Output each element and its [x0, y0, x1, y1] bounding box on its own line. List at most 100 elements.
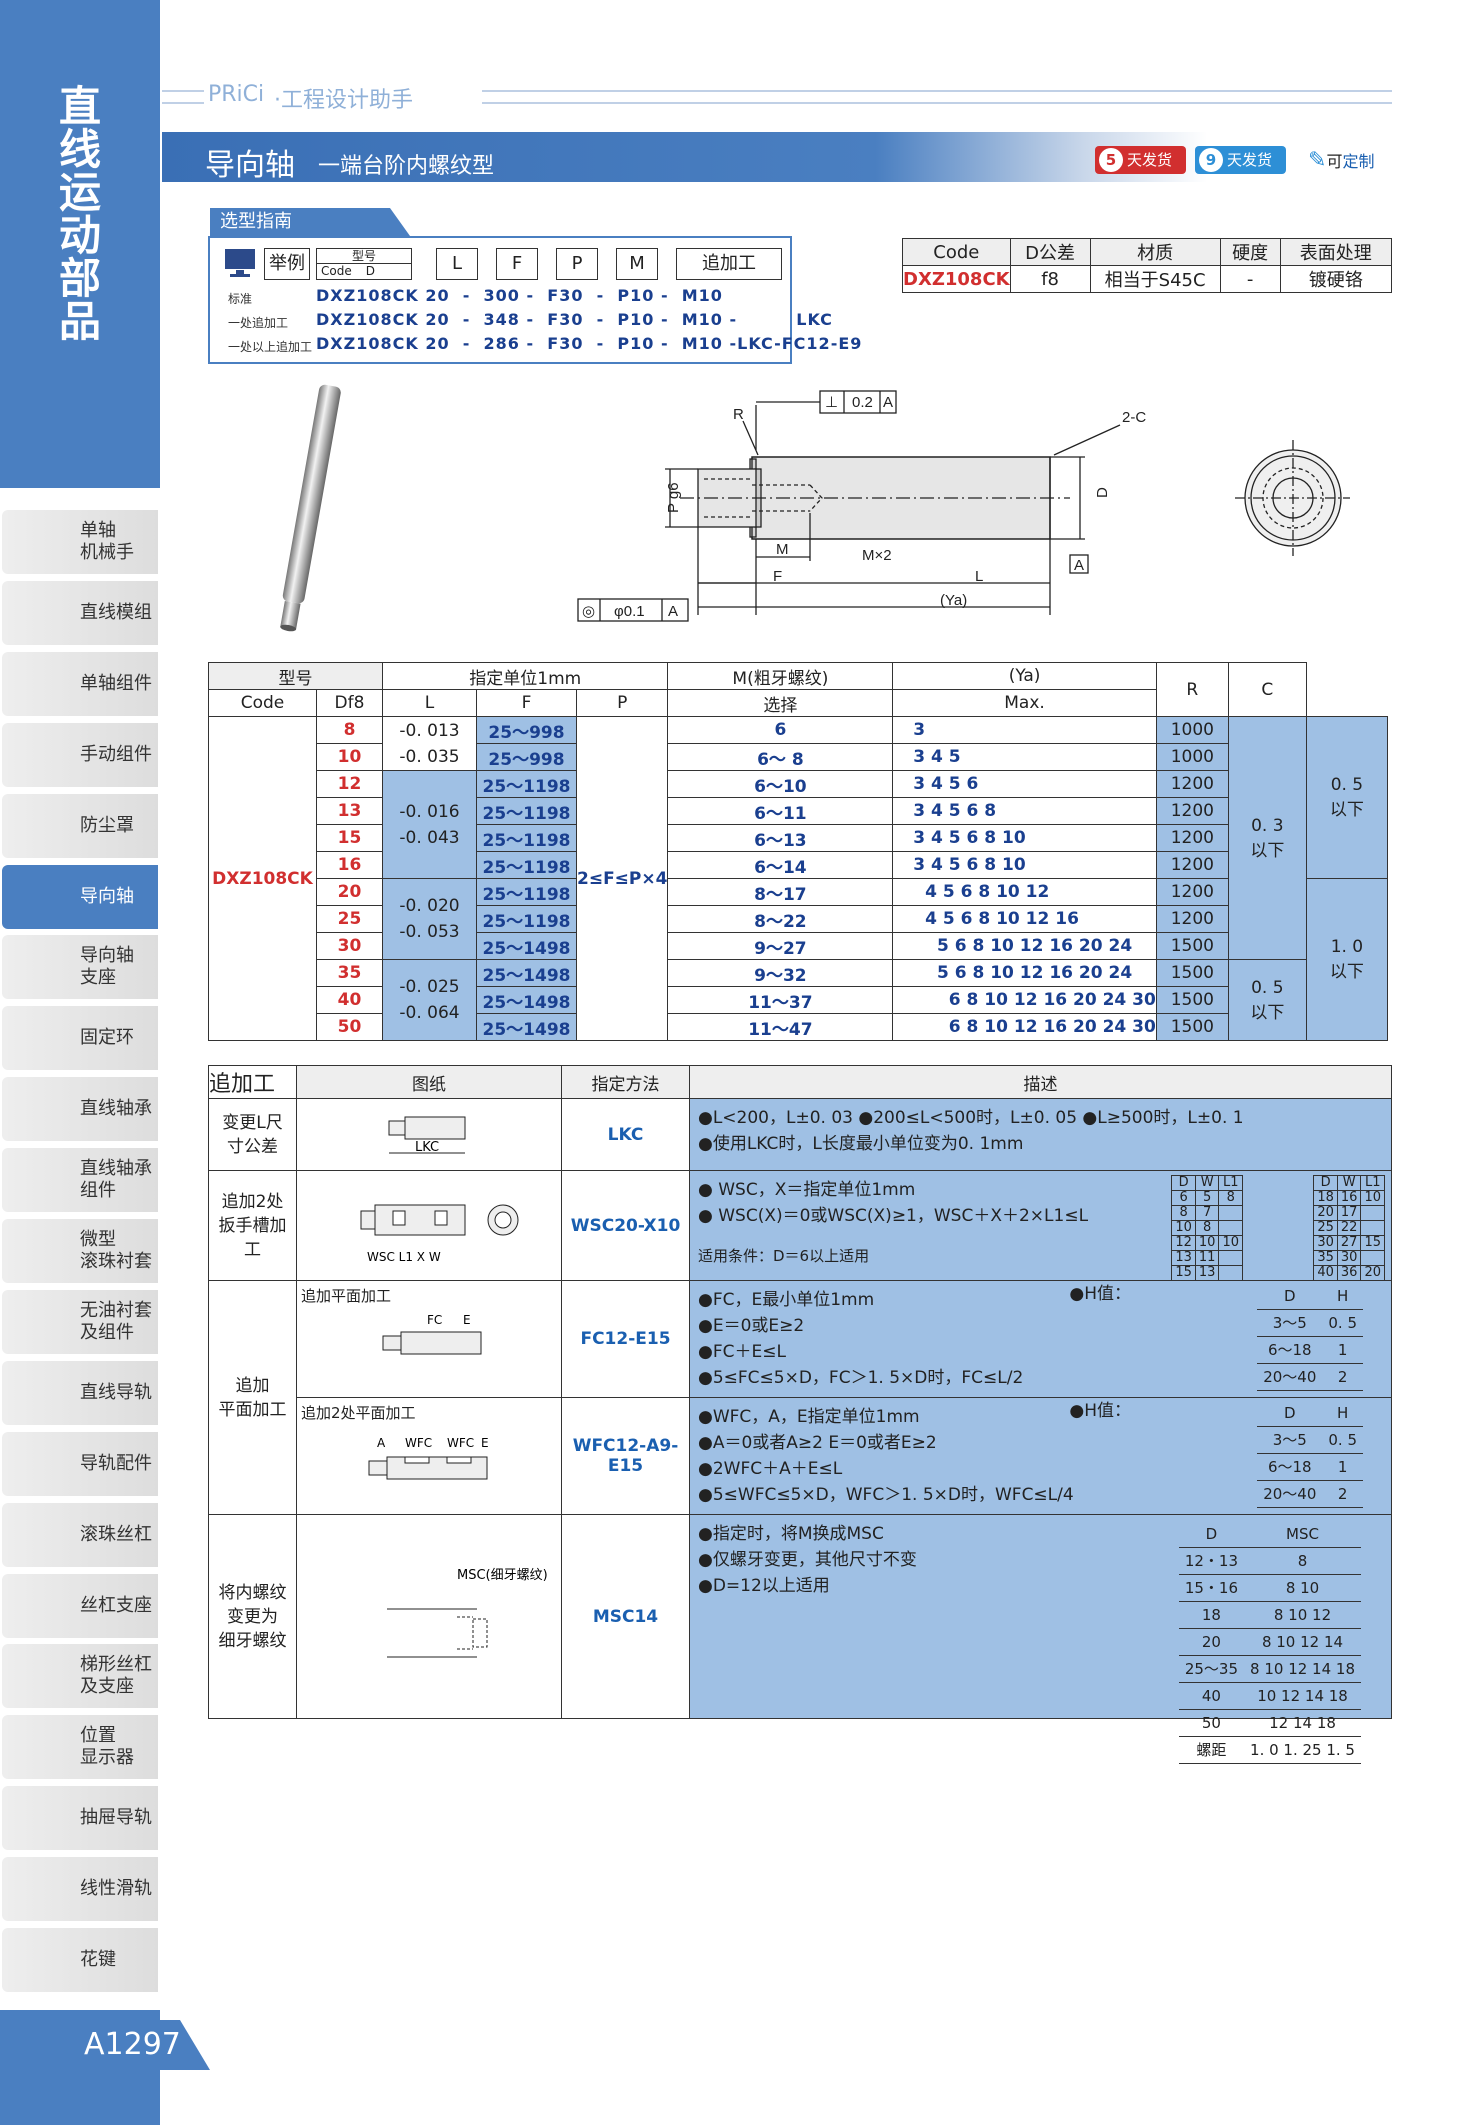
sidebar-item[interactable]: 滚珠丝杠 — [2, 1502, 158, 1567]
svg-text:LKC: LKC — [415, 1140, 439, 1155]
sidebar-item[interactable]: 单轴组件 — [2, 651, 158, 716]
sidebar-item[interactable]: 导轨配件 — [2, 1431, 158, 1496]
sidebar-item[interactable]: 无油衬套 及组件 — [2, 1289, 158, 1354]
extra-box: 追加工 — [676, 248, 782, 280]
svg-text:⊥: ⊥ — [825, 394, 838, 411]
sidebar-item[interactable]: 手动组件 — [2, 722, 158, 787]
svg-text:(Ya): (Ya) — [940, 592, 967, 609]
sidebar-item[interactable]: 固定环 — [2, 1006, 158, 1071]
msc-figure: MSC(细牙螺纹) — [296, 1514, 562, 1719]
svg-text:L: L — [975, 568, 983, 585]
svg-text:WSC L1 X W: WSC L1 X W — [367, 1250, 441, 1264]
svg-text:P g6: P g6 — [665, 482, 682, 513]
guide-row-code: DXZ108CK 20 - 286 - F30 - P10 - M10 -LKC… — [316, 334, 863, 353]
svg-text:M: M — [776, 541, 789, 558]
brand-bar: PRiCi ·工程设计助手 — [162, 82, 1392, 113]
sidebar-item[interactable]: 直线模组 — [2, 580, 158, 645]
svg-text:A: A — [668, 603, 678, 620]
sidebar-item[interactable]: 导向轴 — [2, 864, 158, 929]
svg-text:E: E — [463, 1313, 471, 1327]
svg-text:2-C: 2-C — [1122, 409, 1146, 426]
svg-text:A: A — [1074, 557, 1084, 574]
sidebar-item[interactable]: 抽屉导轨 — [2, 1786, 158, 1851]
custom-label: ✎可定制 — [1308, 148, 1375, 173]
guide-title: 选型指南 — [210, 208, 410, 236]
title-bar — [162, 132, 1392, 182]
svg-text:φ0.1: φ0.1 — [614, 603, 645, 620]
page-title: 导向轴 — [205, 148, 295, 183]
svg-text:A: A — [377, 1436, 386, 1450]
sidebar-title: 直线运动部品 — [58, 82, 101, 346]
table-row: 50 12 14 18 — [1178, 1709, 1361, 1737]
sidebar-item[interactable]: 线性滑轨 — [2, 1857, 158, 1922]
svg-text:0.2: 0.2 — [852, 394, 873, 411]
table-row: 40 10 12 14 18 — [1178, 1682, 1361, 1710]
sidebar-item[interactable]: 花键 — [2, 1928, 158, 1992]
guide-row-code: DXZ108CK 20 - 348 - F30 - P10 - M10 - LK… — [316, 310, 833, 329]
sidebar-item[interactable]: 直线轴承 — [2, 1077, 158, 1142]
p-box: P — [556, 248, 598, 280]
sidebar-item[interactable]: 直线轴承 组件 — [2, 1148, 158, 1213]
f-box: F — [496, 248, 538, 280]
svg-text:D: D — [1094, 487, 1111, 498]
sidebar-item[interactable]: 微型 滚珠衬套 — [2, 1219, 158, 1283]
svg-text:M×2: M×2 — [862, 547, 892, 564]
guide-row-label: 一处追加工 — [228, 316, 289, 330]
wsc-figure: WSC L1 X W — [296, 1170, 562, 1281]
sidebar-item[interactable]: 防尘罩 — [2, 793, 158, 858]
guide-row-code: DXZ108CK 20 - 300 - F30 - P10 - M10 — [316, 286, 723, 305]
brand-name: PRiCi — [208, 82, 265, 107]
sidebar-item[interactable]: 导向轴 支座 — [2, 935, 158, 1000]
monitor-icon — [224, 248, 258, 277]
sidebar-item[interactable]: 梯形丝杠 及支座 — [2, 1644, 158, 1709]
sidebar-item[interactable]: 单轴 机械手 — [2, 510, 158, 574]
svg-text:◎: ◎ — [582, 603, 595, 620]
sidebar-item[interactable]: 直线导轨 — [2, 1360, 158, 1425]
svg-text:WFC: WFC — [447, 1436, 474, 1450]
l-box: L — [436, 248, 478, 280]
wsc-size-table-2: DWL11816102017252230271535304036205041 — [1313, 1175, 1385, 1296]
example-label: 举例 — [264, 248, 310, 280]
guide-row-label: 标准 — [228, 292, 253, 306]
sidebar-item[interactable]: 丝杠支座 — [2, 1573, 158, 1638]
page-number: A1297 — [0, 2020, 210, 2070]
sidebar-item[interactable]: 位置 显示器 — [2, 1715, 158, 1780]
page-subtitle: 一端台阶内螺纹型 — [318, 154, 495, 179]
